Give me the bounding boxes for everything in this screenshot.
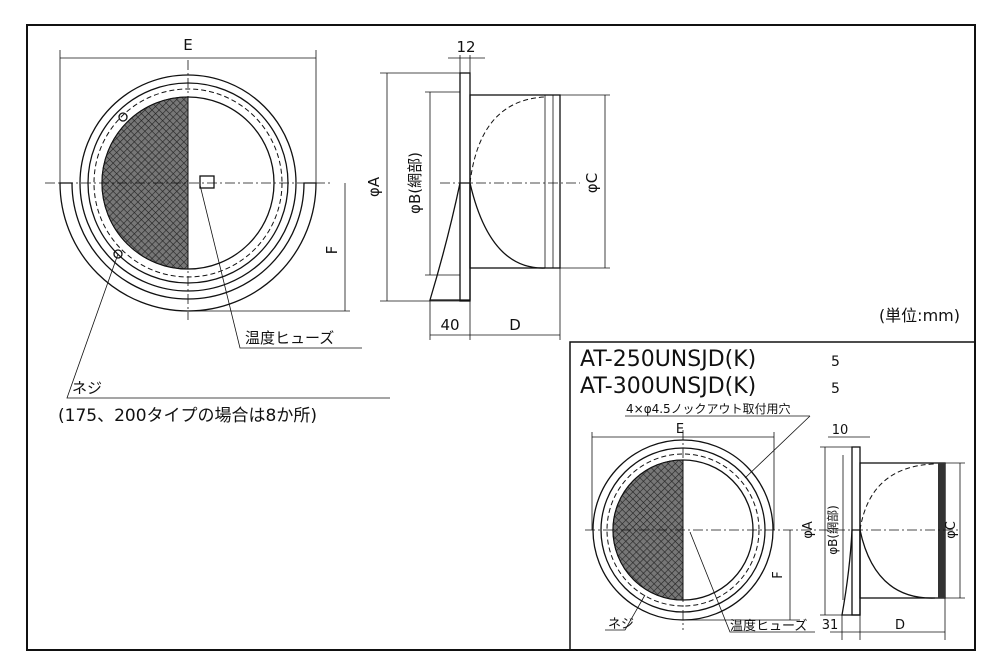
fuse-label: 温度ヒューズ	[245, 329, 334, 347]
inset-model-1-suffix: 5	[831, 354, 840, 370]
inset-model-2-suffix: 5	[831, 381, 840, 397]
inset-dim-f-label: F	[771, 571, 786, 578]
inset-fuse-label: 温度ヒューズ	[730, 618, 807, 634]
dim-phic-label: φC	[583, 173, 601, 193]
inset-frame	[569, 341, 976, 651]
side-view	[380, 55, 610, 340]
dim-40-label: 40	[440, 316, 459, 334]
inset-dim-10-label: 10	[832, 423, 849, 438]
inset-knockout-label: 4×φ4.5ノックアウト取付用穴	[626, 401, 790, 416]
unit-label: (単位:mm)	[879, 306, 960, 325]
screw-label: ネジ	[72, 379, 102, 397]
dim-12-label: 12	[456, 38, 475, 56]
screw-note: (175、200タイプの場合は8か所)	[58, 406, 317, 426]
dim-e-label: E	[183, 36, 192, 54]
front-view	[45, 50, 390, 399]
inset-model-2: AT-300UNSJD(K)	[580, 374, 756, 399]
dim-d-label: D	[509, 316, 521, 334]
inset-side-view	[820, 436, 965, 640]
inset-model-1: AT-250UNSJD(K)	[580, 347, 756, 372]
dim-f-label: F	[323, 246, 341, 255]
outer-frame	[26, 24, 976, 651]
inset-dim-31-label: 31	[822, 618, 839, 633]
dim-phib-label: φB(網部)	[406, 152, 424, 214]
inset-dim-phib-label: φB(網部)	[825, 505, 840, 555]
inset-dim-phia-label: φA	[801, 521, 816, 539]
inset-front-view	[585, 415, 830, 633]
inset-dim-phic-label: φC	[944, 521, 959, 539]
inset-screw-label: ネジ	[608, 617, 634, 632]
dim-phia-label: φA	[365, 176, 383, 197]
inset-dim-e-label: E	[676, 422, 684, 437]
inset-dim-d-label: D	[895, 618, 905, 633]
